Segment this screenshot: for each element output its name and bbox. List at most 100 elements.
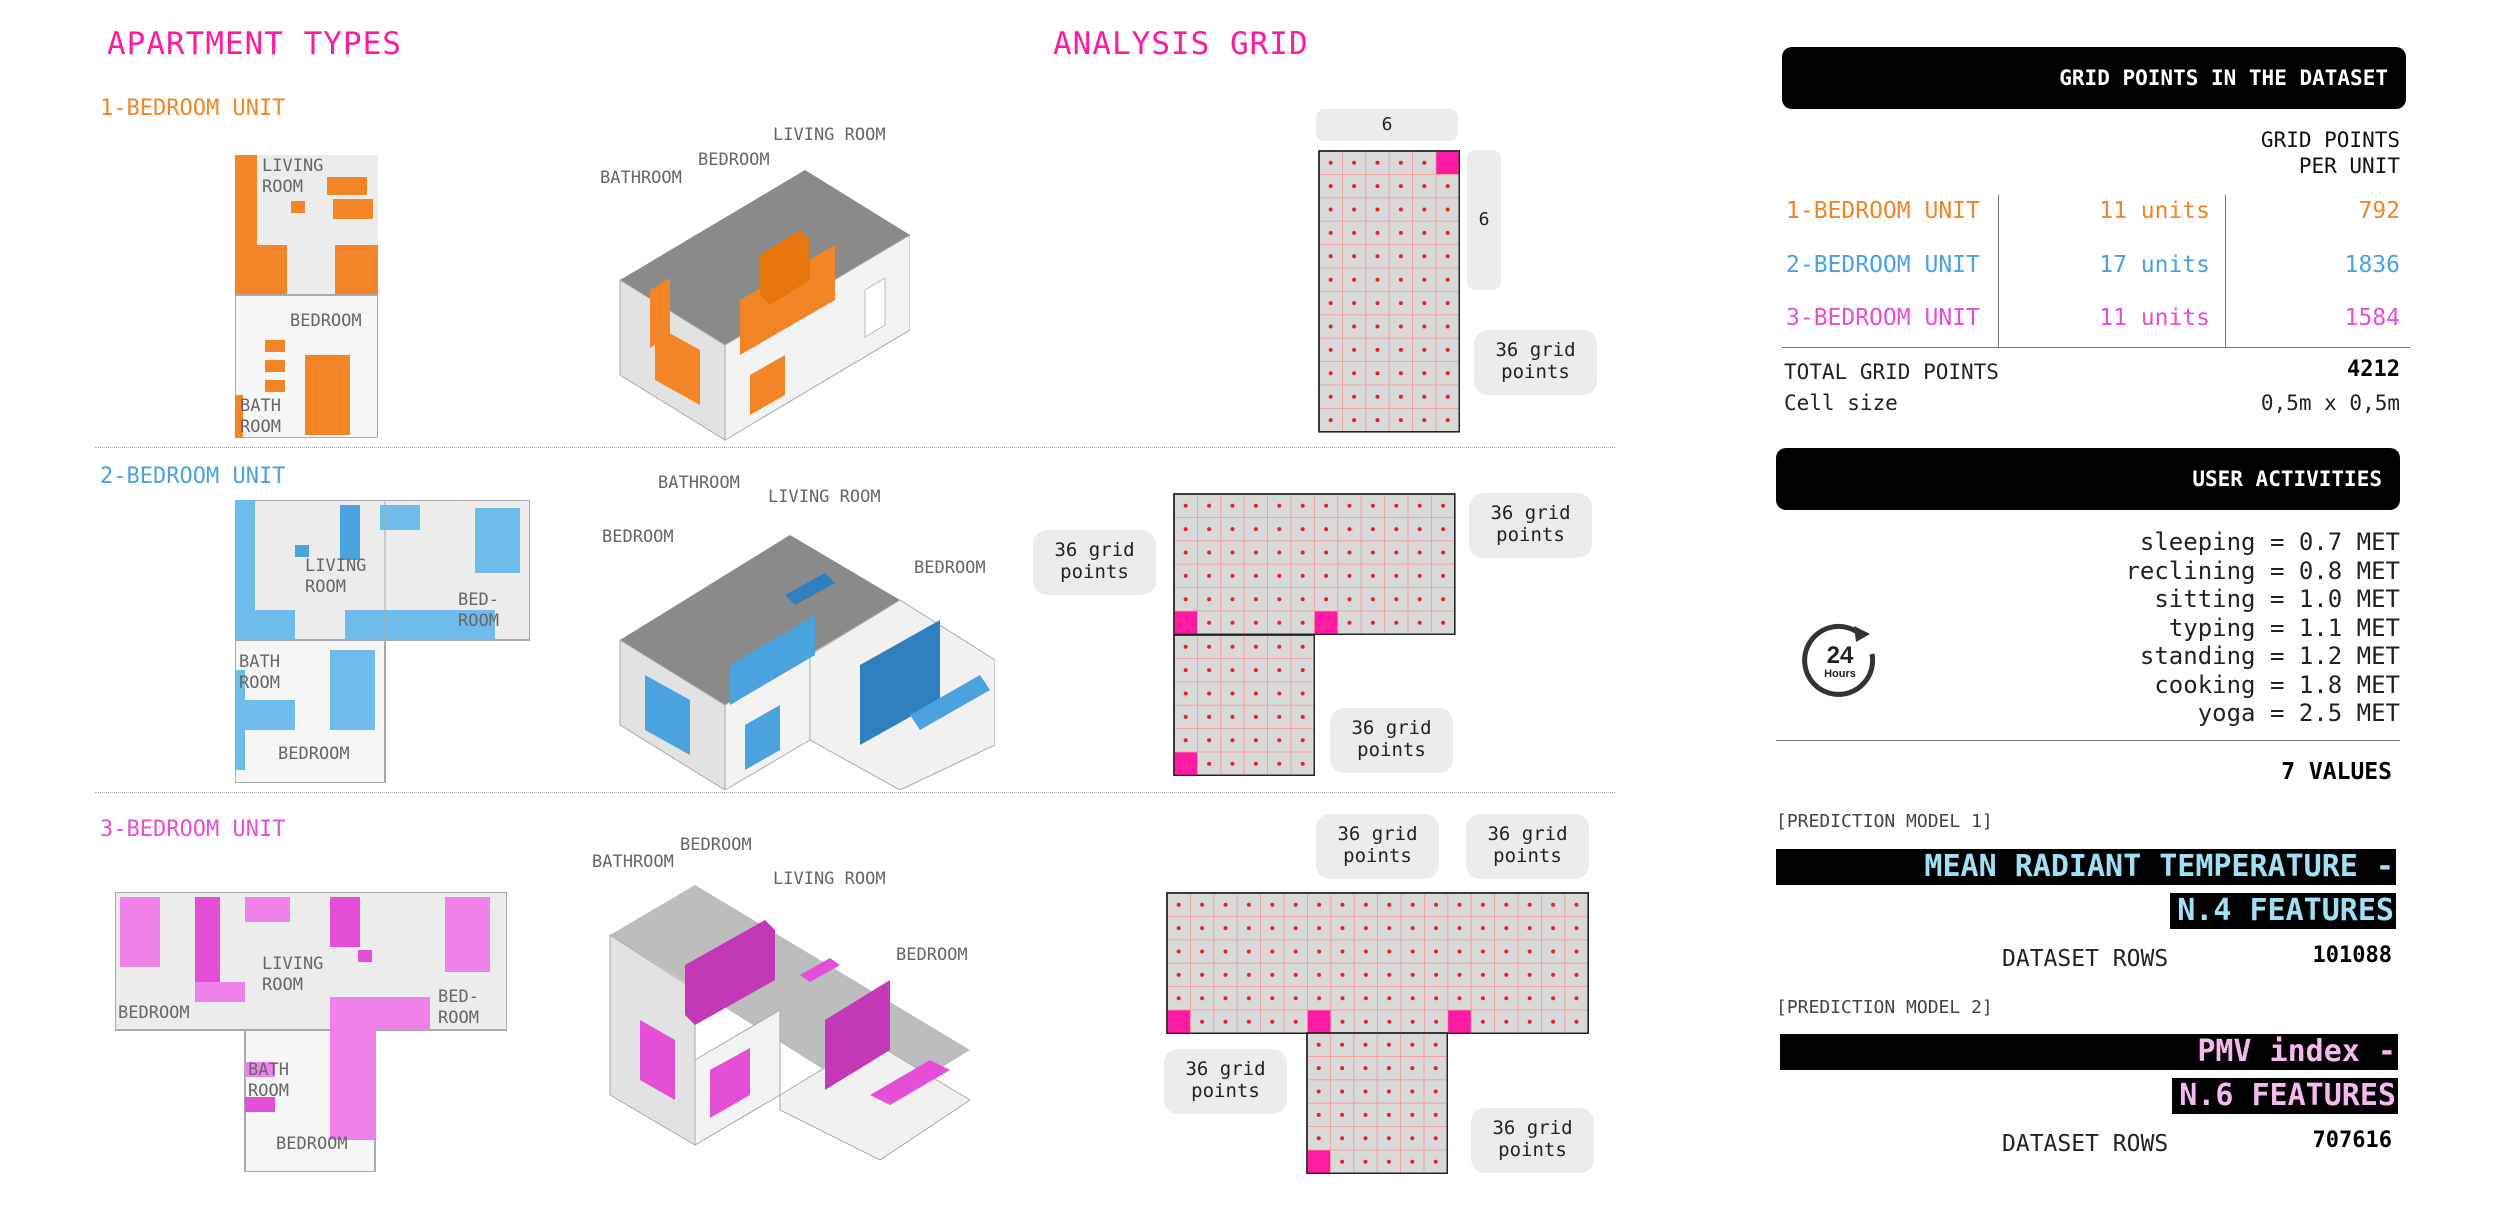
grid-point bbox=[1347, 597, 1352, 602]
grid-point bbox=[1422, 418, 1427, 423]
grid-point bbox=[1253, 738, 1258, 743]
grid-point bbox=[1434, 1019, 1439, 1024]
grid-point bbox=[1223, 902, 1228, 907]
grid-point bbox=[1340, 1089, 1345, 1094]
grid-point bbox=[1398, 394, 1403, 399]
grid-point bbox=[1253, 527, 1258, 532]
model-highlight-bar bbox=[1780, 1034, 2398, 1070]
grid-point bbox=[1574, 949, 1579, 954]
plan-label-bedroom: BED- ROOM bbox=[438, 987, 479, 1028]
grid-point bbox=[1370, 620, 1375, 625]
grid-point bbox=[1183, 527, 1188, 532]
24-hours-icon-number: 24 bbox=[1826, 642, 1854, 669]
cell-size-label: Cell size bbox=[1784, 391, 1898, 415]
grid-point bbox=[1422, 254, 1427, 259]
grid-point bbox=[1398, 184, 1403, 189]
grid-point bbox=[1457, 949, 1462, 954]
grid-point bbox=[1574, 902, 1579, 907]
plan-label-bathroom: BATH ROOM bbox=[240, 396, 281, 437]
grid-point bbox=[1207, 761, 1212, 766]
grid-point bbox=[1434, 949, 1439, 954]
grid-point bbox=[1300, 691, 1305, 696]
iso-label-bedroom: BEDROOM bbox=[680, 835, 752, 855]
grid-point bbox=[1551, 996, 1556, 1001]
activity-item: sitting = 1.0 MET bbox=[2154, 585, 2400, 613]
grid-point bbox=[1422, 230, 1427, 235]
grid-point bbox=[1246, 902, 1251, 907]
grid-point bbox=[1433, 1112, 1438, 1117]
grid-point bbox=[1574, 972, 1579, 977]
grid-point bbox=[1347, 573, 1352, 578]
separator bbox=[95, 792, 1615, 793]
iso-label-living-room: LIVING ROOM bbox=[773, 125, 886, 145]
grid-point bbox=[1363, 1112, 1368, 1117]
grid-point bbox=[1300, 738, 1305, 743]
unit2-title: 2-BEDROOM UNIT bbox=[100, 464, 286, 489]
grid-point bbox=[1370, 573, 1375, 578]
grid-point bbox=[1445, 301, 1450, 306]
grid-points-note: 36 grid points bbox=[1164, 1049, 1287, 1114]
cell-size-value: 0,5m x 0,5m bbox=[2260, 391, 2400, 415]
grid-point bbox=[1574, 996, 1579, 1001]
grid-point bbox=[1300, 597, 1305, 602]
grid-point bbox=[1480, 996, 1485, 1001]
grid-point bbox=[1324, 597, 1329, 602]
grid-points-note: 36 grid points bbox=[1330, 708, 1453, 773]
grid-point bbox=[1340, 926, 1345, 931]
grid-point bbox=[1230, 761, 1235, 766]
grid-point bbox=[1504, 902, 1509, 907]
unit2-analysis-grid-bottom bbox=[1173, 634, 1316, 780]
grid-highlight-cell bbox=[1306, 1149, 1331, 1174]
grid-point bbox=[1363, 1136, 1368, 1141]
grid-point bbox=[1270, 926, 1275, 931]
grid-point bbox=[1422, 207, 1427, 212]
grid-point bbox=[1398, 301, 1403, 306]
grid-point bbox=[1347, 527, 1352, 532]
grid-point bbox=[1386, 1042, 1391, 1047]
grid-point bbox=[1324, 573, 1329, 578]
grid-point bbox=[1352, 324, 1357, 329]
grid-point bbox=[1375, 184, 1380, 189]
grid-point bbox=[1352, 184, 1357, 189]
grid-point bbox=[1253, 761, 1258, 766]
grid-point bbox=[1398, 160, 1403, 165]
grid-point bbox=[1422, 160, 1427, 165]
grid-point bbox=[1375, 394, 1380, 399]
grid-point bbox=[1480, 926, 1485, 931]
grid-point bbox=[1277, 761, 1282, 766]
unit1-floor-plan bbox=[234, 154, 379, 439]
grid-point bbox=[1375, 254, 1380, 259]
grid-point bbox=[1183, 644, 1188, 649]
grid-point bbox=[1387, 926, 1392, 931]
grid-point bbox=[1417, 597, 1422, 602]
dataset-rows-value: 707616 bbox=[2312, 1128, 2392, 1153]
grid-highlight-cell bbox=[1306, 1009, 1332, 1034]
grid-point bbox=[1317, 902, 1322, 907]
grid-point bbox=[1183, 573, 1188, 578]
grid-point bbox=[1434, 972, 1439, 977]
grid-point bbox=[1277, 714, 1282, 719]
grid-point bbox=[1375, 347, 1380, 352]
grid-point bbox=[1277, 738, 1282, 743]
grid-point bbox=[1480, 902, 1485, 907]
grid-point bbox=[1328, 394, 1333, 399]
grid-point bbox=[1387, 1019, 1392, 1024]
grid-point bbox=[1363, 926, 1368, 931]
apartment-types-title: APARTMENT TYPES bbox=[107, 26, 402, 62]
grid-point bbox=[1457, 972, 1462, 977]
grid-point bbox=[1352, 254, 1357, 259]
grid-point bbox=[1253, 550, 1258, 555]
grid-point bbox=[1270, 1019, 1275, 1024]
grid-point bbox=[1277, 668, 1282, 673]
grid-point bbox=[1410, 1042, 1415, 1047]
grid-point bbox=[1457, 996, 1462, 1001]
grid-point bbox=[1417, 620, 1422, 625]
grid-point bbox=[1300, 668, 1305, 673]
grid-point bbox=[1363, 1159, 1368, 1164]
grid-point bbox=[1387, 972, 1392, 977]
plan-label-living-room: LIVING ROOM bbox=[262, 156, 324, 197]
grid-point bbox=[1441, 550, 1446, 555]
grid-point bbox=[1445, 184, 1450, 189]
activities-divider bbox=[1776, 740, 2400, 741]
grid-point bbox=[1293, 949, 1298, 954]
